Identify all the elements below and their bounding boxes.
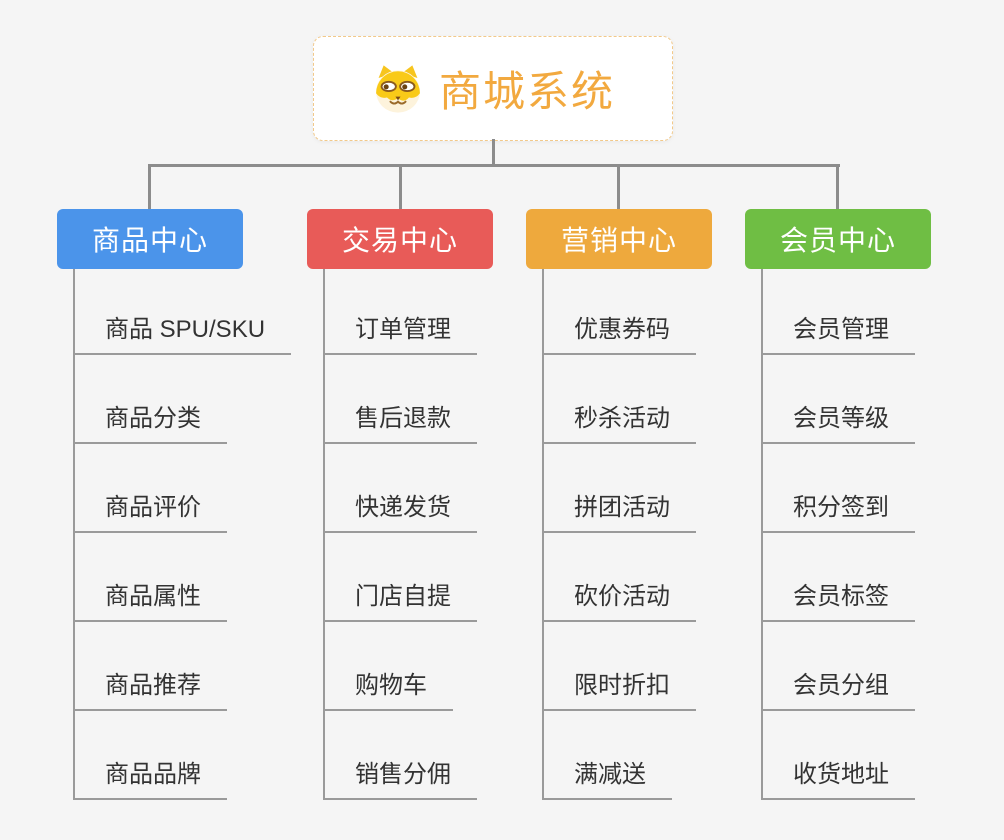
leaf-node[interactable]: 会员管理 [763,309,915,355]
leaf-node[interactable]: 销售分佣 [325,754,477,800]
branch-header-trade-center[interactable]: 交易中心 [307,209,493,269]
leaf-node[interactable]: 订单管理 [325,309,477,355]
connector-drop-member [836,166,839,210]
branch-children: 会员管理 会员等级 积分签到 会员标签 会员分组 收货地址 [761,269,985,800]
leaf-node[interactable]: 商品品牌 [75,754,227,800]
leaf-node[interactable]: 购物车 [325,665,453,711]
leaf-node[interactable]: 优惠券码 [544,309,696,355]
connector-root-stem [492,139,495,165]
connector-drop-product [148,166,151,210]
leaf-node[interactable]: 商品评价 [75,487,227,533]
branch-header-marketing-center[interactable]: 营销中心 [526,209,712,269]
leaf-node[interactable]: 砍价活动 [544,576,696,622]
branch-header-product-center[interactable]: 商品中心 [57,209,243,269]
dog-face-icon [371,64,425,114]
branch-member-center: 会员中心 会员管理 会员等级 积分签到 会员标签 会员分组 收货地址 [745,209,985,800]
branch-children: 优惠券码 秒杀活动 拼团活动 砍价活动 限时折扣 满减送 [542,269,766,800]
branch-product-center: 商品中心 商品 SPU/SKU 商品分类 商品评价 商品属性 商品推荐 商品品牌 [57,209,297,800]
leaf-node[interactable]: 满减送 [544,754,672,800]
leaf-node[interactable]: 拼团活动 [544,487,696,533]
leaf-node[interactable]: 会员分组 [763,665,915,711]
leaf-node[interactable]: 门店自提 [325,576,477,622]
leaf-node[interactable]: 商品属性 [75,576,227,622]
connector-horizontal-bar [148,164,840,167]
leaf-node[interactable]: 会员标签 [763,576,915,622]
root-node[interactable]: 商城系统 [313,36,673,141]
leaf-node[interactable]: 秒杀活动 [544,398,696,444]
branch-marketing-center: 营销中心 优惠券码 秒杀活动 拼团活动 砍价活动 限时折扣 满减送 [526,209,766,800]
leaf-node[interactable]: 快递发货 [325,487,477,533]
leaf-node[interactable]: 商品 SPU/SKU [75,309,292,355]
leaf-node[interactable]: 收货地址 [763,754,915,800]
branch-children: 订单管理 售后退款 快递发货 门店自提 购物车 销售分佣 [323,269,547,800]
root-label: 商城系统 [438,68,615,115]
branch-trade-center: 交易中心 订单管理 售后退款 快递发货 门店自提 购物车 销售分佣 [307,209,547,800]
branch-children: 商品 SPU/SKU 商品分类 商品评价 商品属性 商品推荐 商品品牌 [73,269,297,800]
leaf-node[interactable]: 售后退款 [325,398,477,444]
connector-drop-trade [399,166,402,210]
leaf-node[interactable]: 会员等级 [763,398,915,444]
leaf-node[interactable]: 限时折扣 [544,665,696,711]
branch-header-member-center[interactable]: 会员中心 [745,209,931,269]
leaf-node[interactable]: 商品分类 [75,398,227,444]
connector-drop-marketing [617,166,620,210]
leaf-node[interactable]: 商品推荐 [75,665,227,711]
leaf-node[interactable]: 积分签到 [763,487,915,533]
